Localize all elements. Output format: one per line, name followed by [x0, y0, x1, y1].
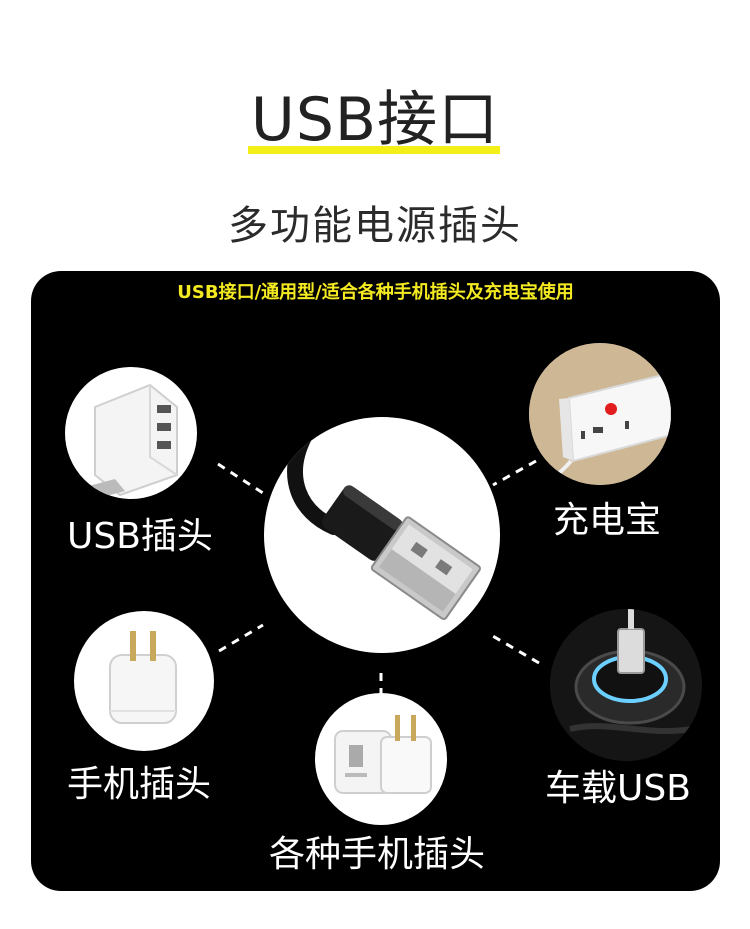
car-usb-circle	[550, 609, 702, 761]
usb-cable-icon	[287, 429, 481, 621]
power-bank-icon	[529, 343, 671, 485]
car-usb-label: 车载USB	[545, 768, 691, 809]
various-chargers-circle	[315, 693, 447, 825]
usb-adapter-icon	[85, 383, 178, 499]
center-circle	[264, 417, 500, 653]
page-title: USB接口	[250, 85, 500, 155]
power-bank-label: 充电宝	[553, 500, 662, 541]
panel-caption: USB接口/通用型/适合各种手机插头及充电宝使用	[177, 282, 574, 303]
phone-charger-icon	[109, 631, 177, 724]
page-subtitle: 多功能电源插头	[228, 203, 522, 249]
various-chargers-label: 各种手机插头	[269, 834, 486, 875]
usb-adapter-circle	[65, 367, 197, 499]
title-container: USB接口	[0, 82, 750, 158]
various-chargers-icon	[334, 715, 432, 794]
car-usb-icon	[550, 609, 702, 761]
power-bank-circle	[529, 343, 671, 485]
feature-panel: USB接口/通用型/适合各种手机插头及充电宝使用	[31, 271, 720, 891]
phone-charger-label: 手机插头	[67, 764, 212, 805]
title-underline	[248, 146, 500, 154]
usb-adapter-label: USB插头	[67, 516, 213, 557]
phone-charger-circle	[74, 611, 214, 751]
